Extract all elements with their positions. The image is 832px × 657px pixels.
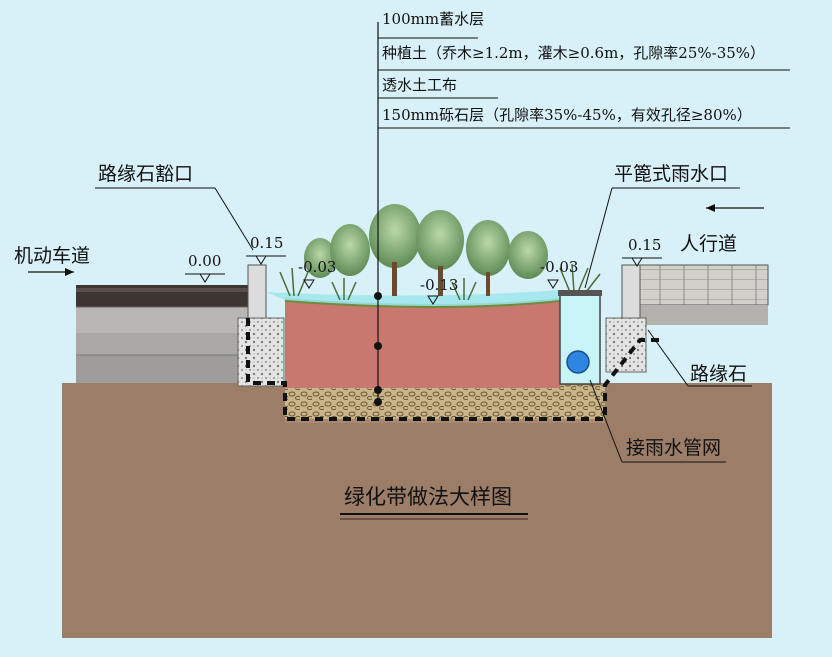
storm-pipe-leader [589, 379, 623, 463]
waterproof-boundary [246, 318, 660, 421]
elevation-marker-curb-left: 0.15 [246, 234, 286, 265]
label-curb-stone: 路缘石 [690, 363, 747, 385]
layer-label-geotextile: 透水土工布 [382, 76, 457, 94]
diagram-title: 绿化带做法大样图 [344, 485, 512, 509]
layer-label-storage: 100mm蓄水层 [382, 10, 484, 28]
svg-text:-0.13: -0.13 [420, 276, 458, 294]
label-sidewalk: 人行道 [680, 233, 737, 255]
grate-inlet-box [558, 290, 602, 385]
elevation-marker-road: 0.00 [185, 252, 225, 283]
elevation-marker-center: -0.13 [420, 276, 458, 305]
storm-pipe-icon [566, 350, 590, 374]
ground [62, 383, 772, 638]
svg-text:0.15: 0.15 [628, 236, 661, 254]
layer-label-soil: 种植土（乔木≥1.2m，灌木≥0.6m，孔隙率25%-35%） [382, 44, 765, 62]
label-vehicle-lane: 机动车道 [14, 245, 90, 267]
vegetation [279, 204, 601, 301]
elevation-marker-inner-left: -0.03 [298, 258, 336, 289]
flow-arrow-left-icon [28, 268, 74, 276]
flow-arrow-right-icon [706, 204, 764, 212]
svg-text:-0.03: -0.03 [298, 258, 336, 276]
svg-text:0.00: 0.00 [188, 252, 221, 270]
layer-leader [374, 22, 790, 406]
gravel-layer [285, 385, 605, 419]
label-grate-inlet: 平篦式雨水口 [614, 163, 728, 185]
curb-left [237, 264, 285, 387]
sidewalk-structure [605, 264, 769, 373]
vehicle-lane-structure [76, 285, 248, 383]
label-curb-opening: 路缘石豁口 [98, 163, 193, 185]
label-storm-pipe: 接雨水管网 [626, 437, 721, 459]
svg-text:-0.03: -0.03 [540, 258, 578, 276]
planting-soil-layer [285, 300, 560, 388]
svg-text:0.15: 0.15 [250, 234, 283, 252]
layer-label-gravel: 150mm砾石层（孔隙率35%-45%，有效孔径≥80%） [382, 106, 752, 124]
curb-stone-leader [647, 329, 689, 387]
elevation-marker-inner-right: -0.03 [540, 258, 578, 289]
elevation-marker-curb-right: 0.15 [622, 236, 662, 267]
